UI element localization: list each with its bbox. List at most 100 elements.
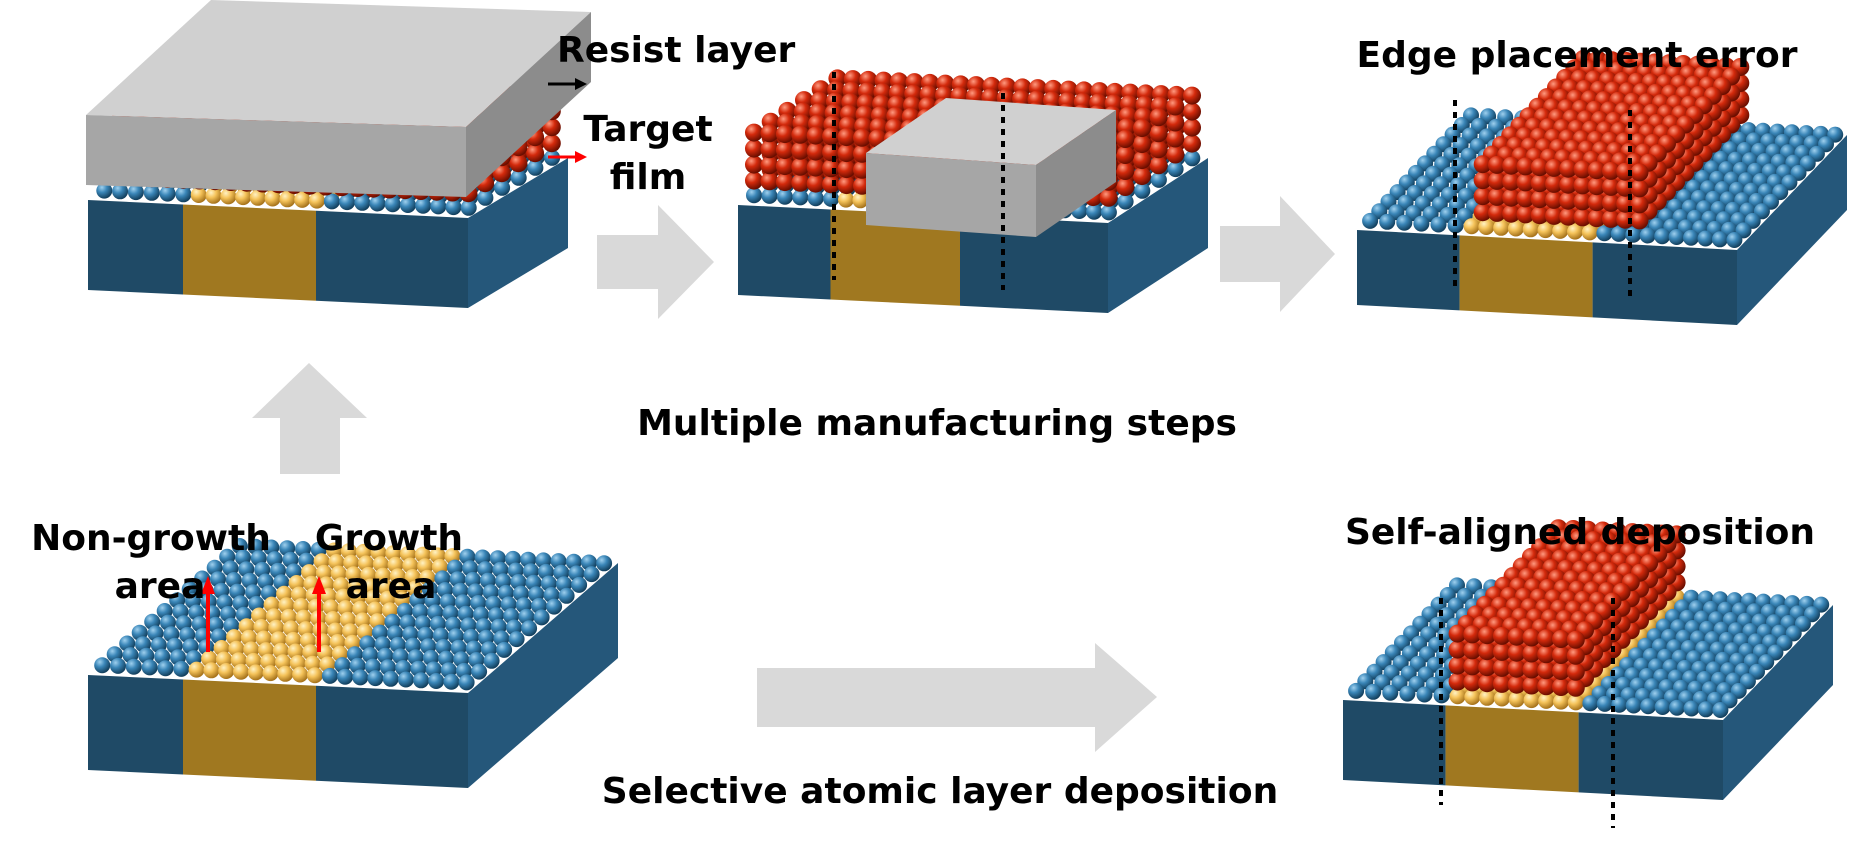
atom bbox=[1537, 677, 1556, 696]
arrow-right-step2 bbox=[1220, 196, 1335, 312]
atom bbox=[509, 154, 528, 173]
atom bbox=[127, 184, 144, 201]
atom bbox=[1116, 130, 1135, 148]
atom bbox=[188, 661, 205, 678]
atom bbox=[262, 665, 279, 682]
atom bbox=[1166, 145, 1185, 164]
atom bbox=[218, 663, 235, 679]
atom bbox=[1502, 188, 1521, 207]
label-selective-ald: Selective atomic layer deposition bbox=[602, 771, 1278, 812]
atom bbox=[1530, 190, 1549, 209]
growth-region-front bbox=[1459, 235, 1593, 318]
atom bbox=[1625, 697, 1642, 714]
atom bbox=[583, 566, 600, 583]
atom bbox=[1488, 171, 1506, 190]
atom bbox=[1413, 215, 1430, 232]
atom bbox=[1573, 176, 1592, 195]
atom bbox=[247, 664, 264, 681]
atom bbox=[1537, 645, 1556, 664]
atom bbox=[1602, 209, 1620, 228]
atom bbox=[233, 663, 249, 680]
atom bbox=[1596, 695, 1613, 712]
atom bbox=[1552, 662, 1570, 680]
atom bbox=[1640, 698, 1657, 715]
atom bbox=[1537, 222, 1554, 239]
atom bbox=[1516, 189, 1535, 208]
atom bbox=[1516, 173, 1535, 192]
substrate-front-right bbox=[316, 685, 468, 788]
atom bbox=[1711, 231, 1728, 248]
atom bbox=[235, 189, 252, 206]
atom bbox=[1448, 656, 1467, 675]
label-target-film-line1: Target bbox=[583, 109, 712, 150]
atom bbox=[791, 173, 810, 192]
atom bbox=[838, 191, 854, 208]
atom bbox=[1502, 172, 1521, 191]
atom bbox=[1516, 205, 1535, 224]
atom bbox=[1553, 693, 1569, 710]
atom bbox=[1507, 627, 1526, 646]
atom bbox=[1683, 229, 1699, 246]
atom bbox=[159, 185, 176, 202]
atom bbox=[415, 197, 432, 214]
substrate-front-right bbox=[960, 215, 1108, 313]
atom bbox=[542, 118, 561, 137]
substrate-side bbox=[468, 563, 618, 788]
atom bbox=[1116, 178, 1135, 196]
atom bbox=[1463, 641, 1482, 660]
atom bbox=[1559, 175, 1578, 194]
atom bbox=[1167, 161, 1184, 178]
atom bbox=[430, 198, 447, 215]
atom bbox=[596, 555, 613, 572]
atom bbox=[1545, 158, 1563, 177]
atom bbox=[806, 174, 825, 193]
atom bbox=[1492, 626, 1511, 645]
atom bbox=[1567, 223, 1583, 240]
atom bbox=[1573, 160, 1592, 179]
atom bbox=[1493, 219, 1510, 236]
atom bbox=[1669, 699, 1685, 716]
atom bbox=[110, 657, 126, 674]
atom bbox=[1365, 683, 1382, 700]
atom bbox=[1566, 662, 1585, 681]
pointer-growth bbox=[312, 576, 326, 652]
atom bbox=[761, 187, 778, 204]
atom bbox=[1099, 188, 1118, 207]
atom bbox=[477, 189, 494, 206]
atom bbox=[1150, 171, 1167, 188]
atom bbox=[399, 197, 416, 213]
atom bbox=[1502, 156, 1521, 175]
atom bbox=[1184, 150, 1201, 167]
atom bbox=[1639, 227, 1656, 244]
atom bbox=[1166, 97, 1185, 116]
atom bbox=[1530, 174, 1549, 193]
atom bbox=[571, 576, 588, 593]
atom bbox=[1149, 140, 1168, 159]
atom bbox=[445, 199, 462, 216]
atom bbox=[471, 663, 488, 680]
atom bbox=[1448, 640, 1467, 659]
atom bbox=[1697, 701, 1714, 718]
atom bbox=[1507, 675, 1526, 694]
atom bbox=[1134, 182, 1151, 199]
atom bbox=[533, 609, 550, 626]
atom bbox=[1507, 643, 1526, 662]
atom bbox=[745, 123, 763, 142]
atom bbox=[190, 187, 207, 203]
atom bbox=[112, 183, 129, 200]
atom bbox=[837, 160, 856, 179]
atom bbox=[1478, 642, 1497, 661]
label-growth-line2: area bbox=[346, 566, 437, 607]
atom bbox=[1630, 179, 1649, 198]
atom bbox=[141, 659, 158, 676]
atom bbox=[1630, 211, 1649, 230]
atom bbox=[1133, 167, 1151, 186]
atom bbox=[1587, 177, 1606, 196]
atom bbox=[806, 158, 825, 177]
atom bbox=[1567, 694, 1584, 711]
substrate-front-right bbox=[1578, 712, 1723, 800]
atom bbox=[776, 188, 793, 205]
atom bbox=[775, 125, 794, 144]
atom bbox=[1463, 625, 1482, 644]
